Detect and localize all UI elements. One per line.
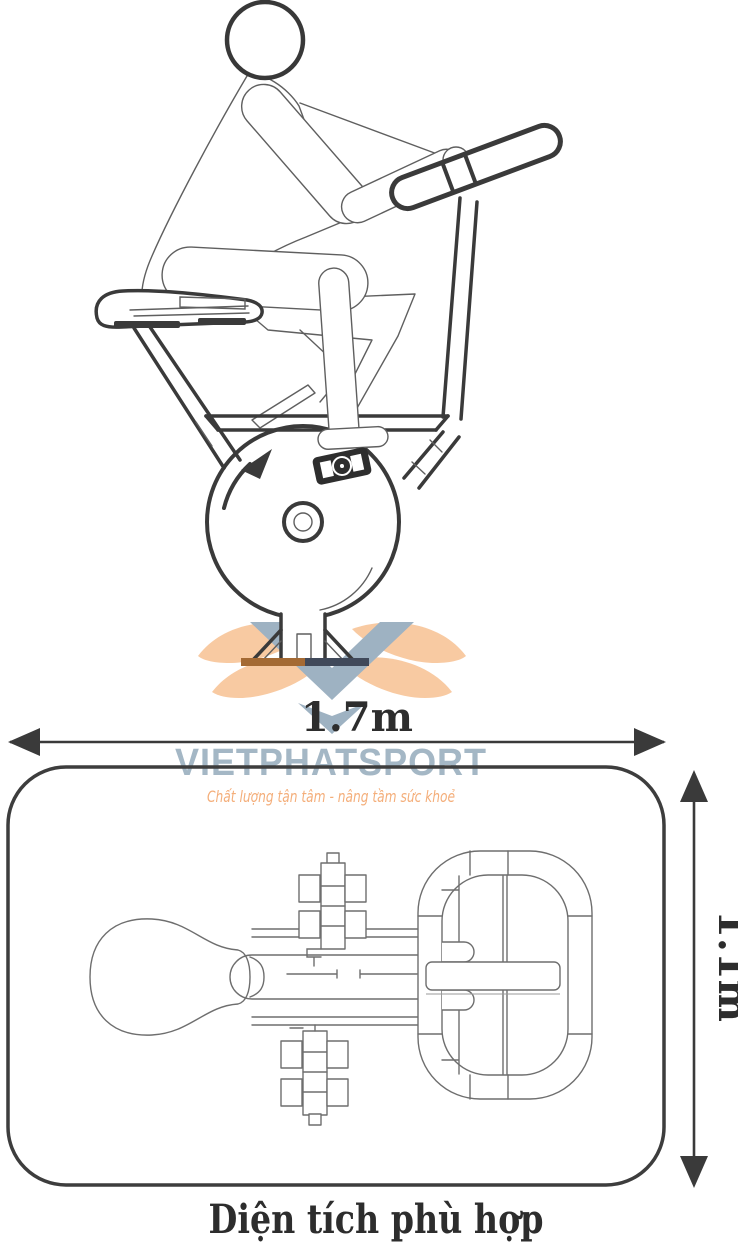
seat-post <box>132 325 242 470</box>
arrowhead-right <box>634 728 666 756</box>
topview-pedal-upper <box>298 852 367 967</box>
bike-side-view <box>94 0 563 666</box>
topview-handlebar-ring <box>417 850 593 1100</box>
handlebar-post <box>441 196 479 421</box>
bike-top-view <box>89 850 593 1126</box>
depth-dimension-arrow <box>680 770 708 1188</box>
topview-main-beam <box>229 954 420 1000</box>
logo-v-tip <box>298 703 366 734</box>
logo-wing-left-lower <box>212 657 324 698</box>
base-plate-right <box>305 658 369 666</box>
topview-pedal-lower <box>280 1024 349 1126</box>
saddle-pad-right <box>198 318 246 325</box>
pedal <box>312 447 372 485</box>
rider-far-arm-line <box>299 102 449 159</box>
logo-wing-right-lower <box>340 657 452 698</box>
width-dimension-label: 1.7m <box>301 694 413 741</box>
arrowhead-up <box>680 770 708 802</box>
topview-seat <box>89 918 251 1036</box>
rotation-arrowhead <box>241 449 272 479</box>
saddle-pad-left <box>114 321 180 328</box>
width-dimension-arrow <box>8 728 666 756</box>
arrowhead-left <box>8 728 40 756</box>
flywheel-inner-arc <box>319 567 373 611</box>
right-strut <box>402 430 461 490</box>
rider-far-shin <box>251 384 316 429</box>
rider-foot <box>317 425 389 450</box>
base-post <box>241 612 369 666</box>
brand-tagline: Chất lượng tận tâm - nâng tầm sức khoẻ <box>207 787 455 806</box>
caption-title: Diện tích phù hợp <box>209 1196 544 1243</box>
left-junction-tick <box>195 421 213 447</box>
footprint-outline <box>6 765 666 1187</box>
rider-head <box>224 0 306 81</box>
arrowhead-down <box>680 1156 708 1188</box>
handlebar <box>389 122 563 212</box>
depth-dimension-label: 1.1m <box>709 910 738 1022</box>
bike-saddle <box>94 288 264 329</box>
brand-wordmark: VIETPHATSPORT <box>175 742 487 784</box>
topview-tab-upper <box>442 941 475 963</box>
topview-crossbar <box>425 961 561 991</box>
topview-tab-lower <box>442 989 475 1011</box>
topview-seat-post-cap <box>249 956 265 998</box>
base-plate-left <box>241 658 305 666</box>
